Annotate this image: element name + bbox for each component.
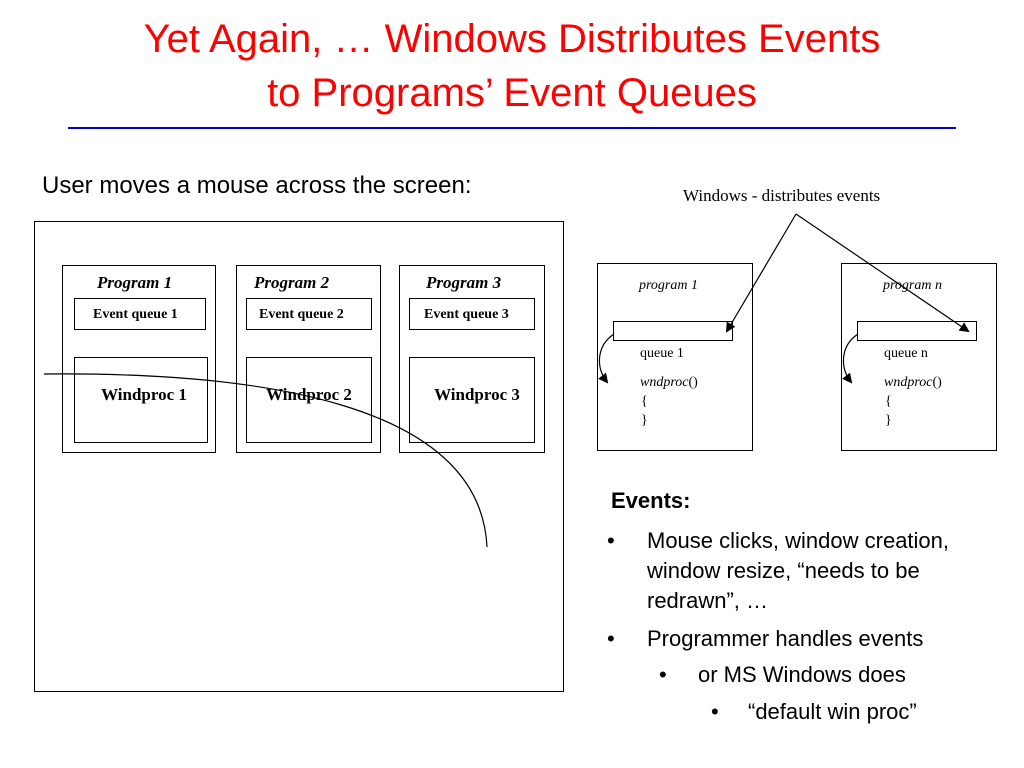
wndproc-n-name: wndproc [884,375,933,390]
event-queue-2-box [246,298,372,330]
bullet-marker: • [607,626,615,651]
program-3-box [399,265,545,453]
program-n-panel-label: program n [883,278,942,293]
program-1-panel [597,263,753,451]
bullet-1-line-1: Mouse clicks, window creation, [647,528,950,553]
arrow-queue-1-to-wndproc [598,333,615,384]
windproc-1-label: Windproc 1 [101,385,187,404]
wndproc-n-close-brace: } [885,413,892,428]
windproc-2-box [246,357,372,443]
mouse-path-curve [43,373,488,548]
bullet-3-text: or MS Windows does [698,662,906,687]
wndproc-n-open-brace: { [885,394,892,409]
event-queue-1-box [74,298,206,330]
wndproc-1-close-brace: } [641,413,648,428]
wndproc-1-label: wndproc() [640,375,698,391]
slide-title-line-1: Yet Again, … Windows Distributes Events [143,17,881,61]
wndproc-1-name: wndproc [640,375,689,390]
windproc-3-box [409,357,535,443]
subtitle: User moves a mouse across the screen: [42,172,472,199]
event-queue-1-label: Event queue 1 [93,307,178,322]
queue-1-label: queue 1 [640,346,684,361]
windows-distributes-label: Windows - distributes events [683,186,881,205]
queue-n-box [857,321,977,341]
bullet-marker: • [607,528,615,553]
arrow-queue-n-to-wndproc [842,333,859,384]
windproc-3-label-text: Windproc 3 [434,385,520,404]
bullet-2-text: Programmer handles events [647,626,924,651]
windproc-1-box [74,357,208,443]
program-n-panel [841,263,997,451]
arrow-to-queue-n [795,213,970,333]
windproc-3-label: Windproc 3 [419,384,535,405]
bullet-marker: • [711,699,719,724]
program-1-box [62,265,216,453]
program-1-label: Program 1 [97,273,173,292]
title-underline [68,127,956,129]
queue-n-label: queue n [884,346,928,361]
windproc-2-label: Windproc 2 [266,385,352,404]
bullet-1-line-3: redrawn”, … [647,588,769,613]
wndproc-n-parens: () [932,375,942,390]
bullet-4-text: “default win proc” [748,699,917,724]
program-2-box [236,265,381,453]
event-queue-3-label: Event queue 3 [424,307,509,322]
wndproc-1-open-brace: { [641,394,648,409]
wndproc-n-label: wndproc() [884,375,942,391]
arrow-to-queue-1 [725,213,797,333]
bullet-1-line-2: window resize, “needs to be [647,558,920,583]
program-1-panel-label: program 1 [639,278,698,293]
screen-frame [34,221,564,692]
program-3-label: Program 3 [426,273,502,292]
event-queue-2-label: Event queue 2 [259,307,344,322]
bullet-marker: • [659,662,667,687]
program-2-label: Program 2 [254,273,330,292]
event-queue-3-box [409,298,535,330]
slide-title-line-2: to Programs’ Event Queues [267,71,757,115]
wndproc-1-parens: () [688,375,698,390]
events-heading: Events: [611,488,691,513]
